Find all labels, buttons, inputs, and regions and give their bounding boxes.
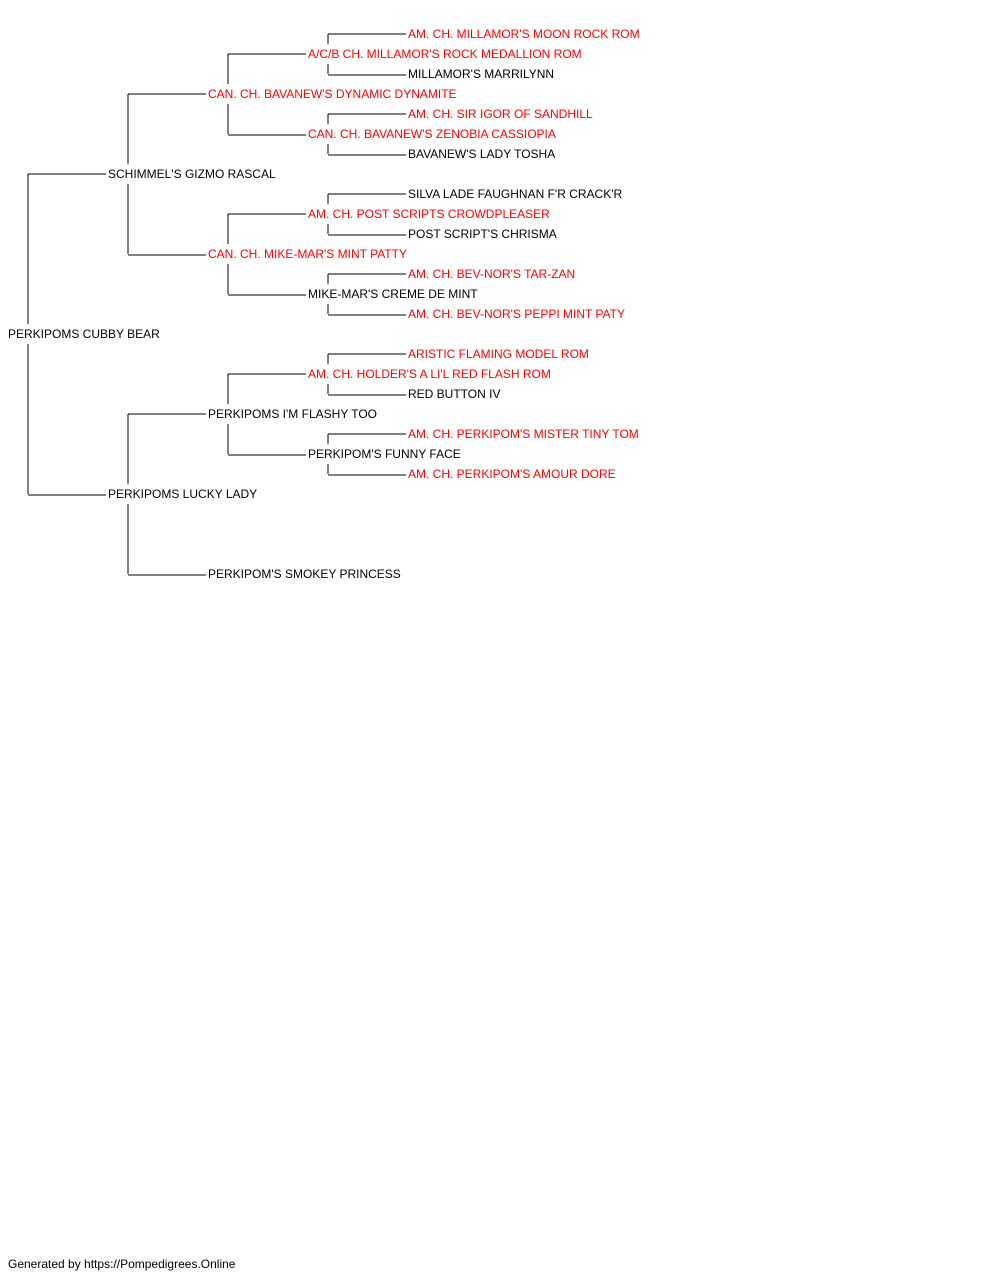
ancestor-name: RED BUTTON IV [408, 387, 500, 401]
ancestor-name: BAVANEW'S LADY TOSHA [408, 147, 555, 161]
ancestor-name: ARISTIC FLAMING MODEL ROM [408, 347, 589, 361]
ancestor-name: SCHIMMEL'S GIZMO RASCAL [108, 167, 276, 181]
ancestor-name: CAN. CH. BAVANEW'S DYNAMIC DYNAMITE [208, 87, 457, 101]
ancestor-name: AM. CH. PERKIPOM'S MISTER TINY TOM [408, 427, 639, 441]
ancestor-name: AM. CH. POST SCRIPTS CROWDPLEASER [308, 207, 550, 221]
ancestor-name: CAN. CH. BAVANEW'S ZENOBIA CASSIOPIA [308, 127, 556, 141]
ancestor-name: AM. CH. MILLAMOR'S MOON ROCK ROM [408, 27, 640, 41]
ancestor-name: PERKIPOMS LUCKY LADY [108, 487, 257, 501]
ancestor-name: CAN. CH. MIKE-MAR'S MINT PATTY [208, 247, 407, 261]
ancestor-name: MIKE-MAR'S CREME DE MINT [308, 287, 478, 301]
ancestor-name: PERKIPOM'S FUNNY FACE [308, 447, 461, 461]
ancestor-name: SILVA LADE FAUGHNAN F'R CRACK'R [408, 187, 623, 201]
ancestor-name: AM. CH. HOLDER'S A LI'L RED FLASH ROM [308, 367, 551, 381]
ancestor-name: AM. CH. PERKIPOM'S AMOUR DORE [408, 467, 616, 481]
ancestor-name: PERKIPOMS I'M FLASHY TOO [208, 407, 377, 421]
ancestor-name: AM. CH. BEV-NOR'S TAR-ZAN [408, 267, 575, 281]
ancestor-name: A/C/B CH. MILLAMOR'S ROCK MEDALLION ROM [308, 47, 582, 61]
ancestor-name: PERKIPOM'S SMOKEY PRINCESS [208, 567, 401, 581]
subject-dog-name: PERKIPOMS CUBBY BEAR [8, 327, 160, 341]
ancestor-name: POST SCRIPT'S CHRISMA [408, 227, 557, 241]
ancestor-name: MILLAMOR'S MARRILYNN [408, 67, 554, 81]
footer-credit: Generated by https://Pompedigrees.Online [8, 1257, 236, 1271]
ancestor-name: AM. CH. BEV-NOR'S PEPPI MINT PATY [408, 307, 625, 321]
ancestor-name: AM. CH. SIR IGOR OF SANDHILL [408, 107, 593, 121]
